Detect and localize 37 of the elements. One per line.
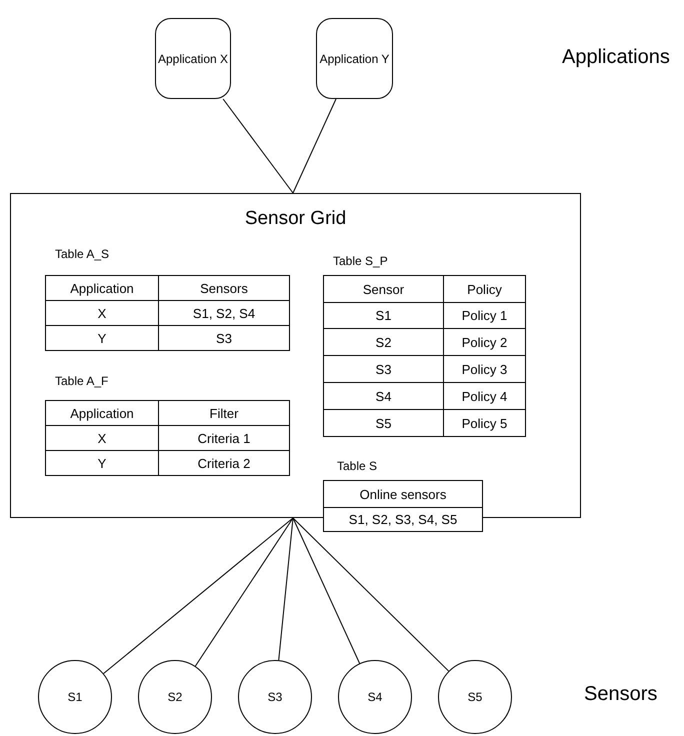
table-cell: Filter <box>158 400 290 426</box>
table-cell: S1, S2, S3, S4, S5 <box>323 507 483 532</box>
table-cell: S3 <box>158 325 290 351</box>
table-cell: Sensors <box>158 275 290 301</box>
table-title: Table A_F <box>55 374 108 388</box>
node-label: Application Y <box>320 52 390 66</box>
table-title: Table S_P <box>333 254 388 268</box>
panel-title: Sensor Grid <box>244 208 348 230</box>
application-box <box>155 18 231 99</box>
table-cell: Online sensors <box>323 480 483 508</box>
node-label: S3 <box>268 690 282 704</box>
connector-line <box>222 98 294 194</box>
table-cell: Y <box>45 325 159 351</box>
connector-line <box>292 518 450 672</box>
table-cell: Sensor <box>323 275 444 303</box>
node-label: Application X <box>158 52 228 66</box>
table-cell: Y <box>45 450 159 476</box>
table-cell: Policy 5 <box>443 409 526 437</box>
table-title: Table A_S <box>55 247 110 261</box>
table-cell: S5 <box>323 409 444 437</box>
node-label: S2 <box>168 690 182 704</box>
node-label: S1 <box>68 690 82 704</box>
connector-line <box>194 518 294 667</box>
table-cell: Criteria 2 <box>158 450 290 476</box>
layer-label: Applications <box>562 46 670 69</box>
node-label: S5 <box>468 690 482 704</box>
node-label: S4 <box>368 690 382 704</box>
connector-line <box>292 518 360 664</box>
table-cell: Policy <box>443 275 526 303</box>
connector-line <box>103 518 294 674</box>
table-cell: Application <box>45 275 159 301</box>
application-box <box>316 18 393 99</box>
connector-line <box>278 518 294 661</box>
table-title: Table S <box>337 459 378 473</box>
connector-line <box>292 98 336 194</box>
table-cell: Application <box>45 400 159 426</box>
layer-label: Sensors <box>584 683 658 706</box>
